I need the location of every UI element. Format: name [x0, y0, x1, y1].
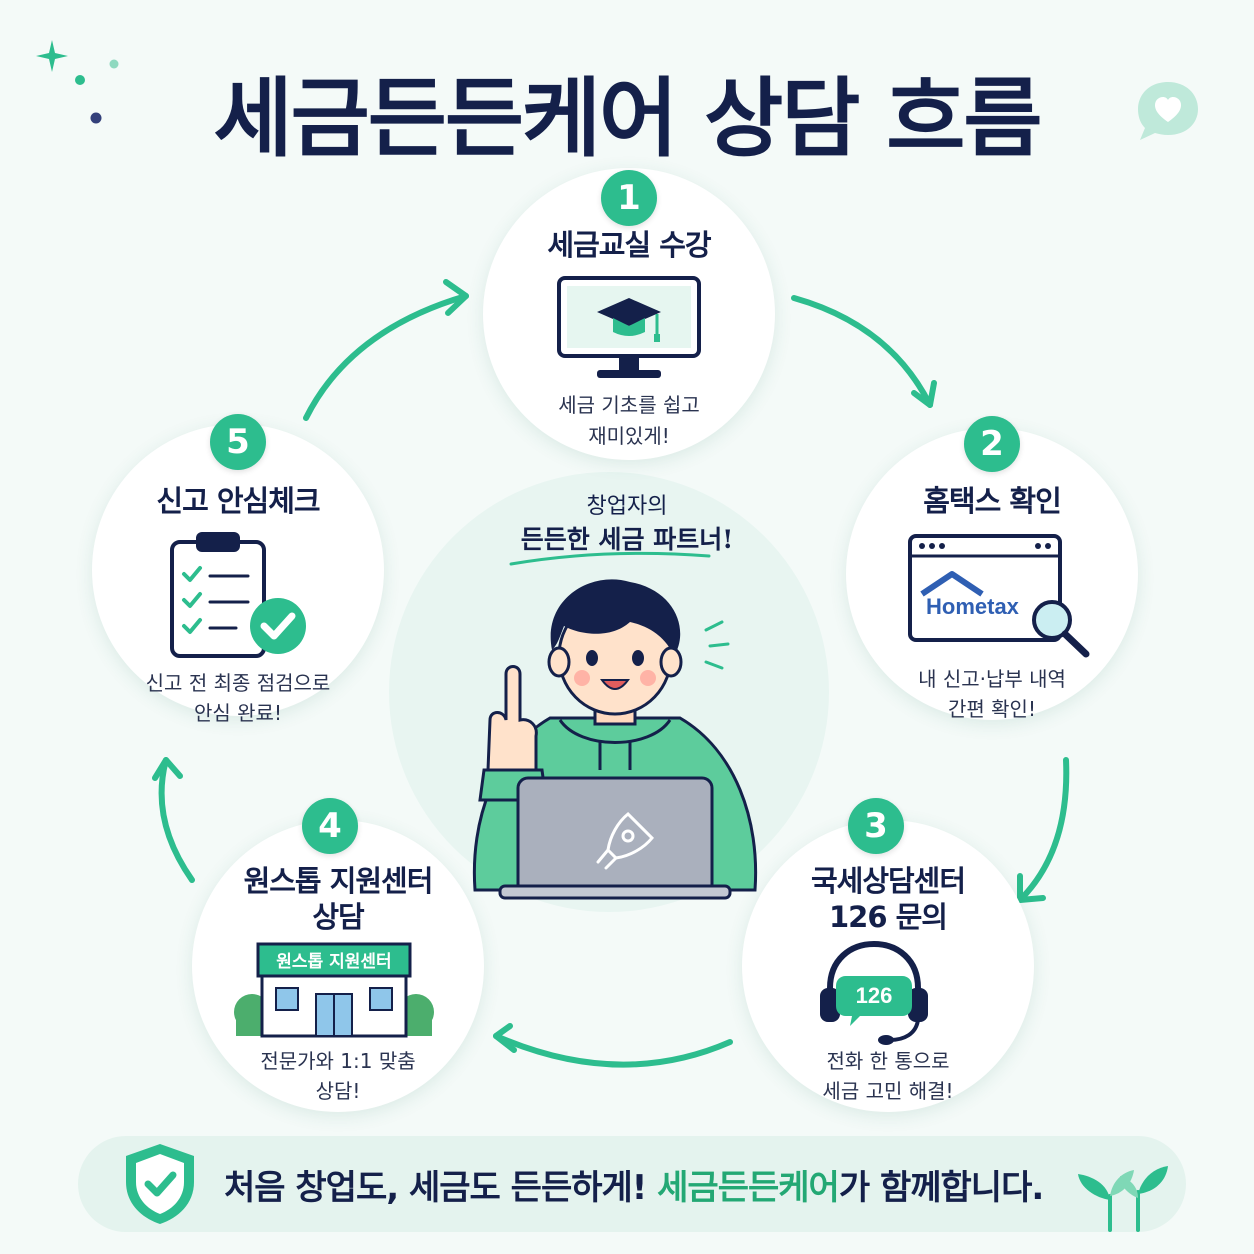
caption-underline	[509, 551, 711, 566]
building-sign-text: 원스톱 지원센터	[276, 952, 391, 972]
monitor-graduation-cap-icon	[557, 276, 701, 378]
headset-icon: 126	[820, 940, 928, 1045]
center-caption-line2: 든든한 세금 파트너!	[520, 525, 734, 554]
clipboard-check-icon	[170, 532, 306, 658]
bottom-banner	[78, 1136, 1186, 1232]
step-1-number: 1	[601, 170, 657, 226]
step-4-title-line2: 상담	[312, 900, 364, 934]
step-3-desc-line2: 세금 고민 해결!	[822, 1079, 954, 1103]
step-5-number: 5	[210, 414, 266, 470]
step-2-title: 홈택스 확인	[923, 484, 1062, 518]
step-3-card: 3 국세상담센터 126 문의 126 전화 한 통으로 세금 고민 해결!	[742, 798, 1034, 1112]
step-1-desc-line1: 세금 기초를 쉽고	[558, 393, 700, 417]
hometax-logo-text: Hometax	[926, 594, 1020, 619]
step-1-desc-line2: 재미있게!	[588, 424, 670, 448]
hometax-browser-icon: Hometax	[908, 534, 1090, 658]
step-4-card: 4 원스톱 지원센터 상담 원스톱 지원센터 전문가와 1:1 맞춤 상담!	[192, 798, 484, 1112]
step-4-number: 4	[302, 798, 358, 854]
step-5-title: 신고 안심체크	[156, 484, 320, 518]
sparkle-icon	[36, 40, 119, 124]
step-2-card: 2 홈택스 확인 Hometax 내 신고·납부 내역 간편 확인!	[846, 416, 1138, 721]
step-4-title-line1: 원스톱 지원센터	[243, 864, 434, 898]
step-3-title-line1: 국세상담센터	[810, 864, 966, 898]
step-1-card: 1 세금교실 수강 세금 기초를 쉽고 재미있게!	[483, 168, 775, 460]
banner-suffix: 가 함께합니다.	[838, 1168, 1044, 1208]
banner-brand: 세금든든케어	[657, 1168, 840, 1208]
center-caption-line1: 창업자의	[586, 494, 668, 519]
step-2-desc-line1: 내 신고·납부 내역	[918, 667, 1066, 691]
step-3-number: 3	[848, 798, 904, 854]
helpline-number-text: 126	[856, 983, 893, 1008]
step-3-title-line2: 126 문의	[829, 900, 948, 934]
banner-prefix: 처음 창업도, 세금도 든든하게!	[224, 1168, 647, 1208]
banner-message: 처음 창업도, 세금도 든든하게! 세금든든케어가 함께합니다.	[224, 1160, 1044, 1209]
shield-check-icon	[126, 1144, 194, 1224]
step-5-desc-line2: 안심 완료!	[194, 701, 282, 725]
step-5-card: 5 신고 안심체크 신고 전 최종 점검으로 안심 완료!	[92, 414, 384, 725]
step-3-desc-line1: 전화 한 통으로	[826, 1049, 950, 1073]
step-4-desc-line2: 상담!	[315, 1079, 361, 1103]
founder-character-illustration	[472, 579, 758, 900]
building-icon: 원스톱 지원센터	[234, 942, 434, 1038]
step-4-desc-line1: 전문가와 1:1 맞춤	[260, 1049, 416, 1073]
heart-chat-icon	[1138, 82, 1198, 140]
page-title: 세금든든케어 상담 흐름	[213, 69, 1042, 169]
step-1-title: 세금교실 수강	[547, 228, 711, 262]
step-5-desc-line1: 신고 전 최종 점검으로	[145, 671, 331, 695]
step-2-number: 2	[964, 416, 1020, 472]
step-2-desc-line2: 간편 확인!	[948, 697, 1036, 721]
sprout-icon	[1078, 1166, 1168, 1232]
